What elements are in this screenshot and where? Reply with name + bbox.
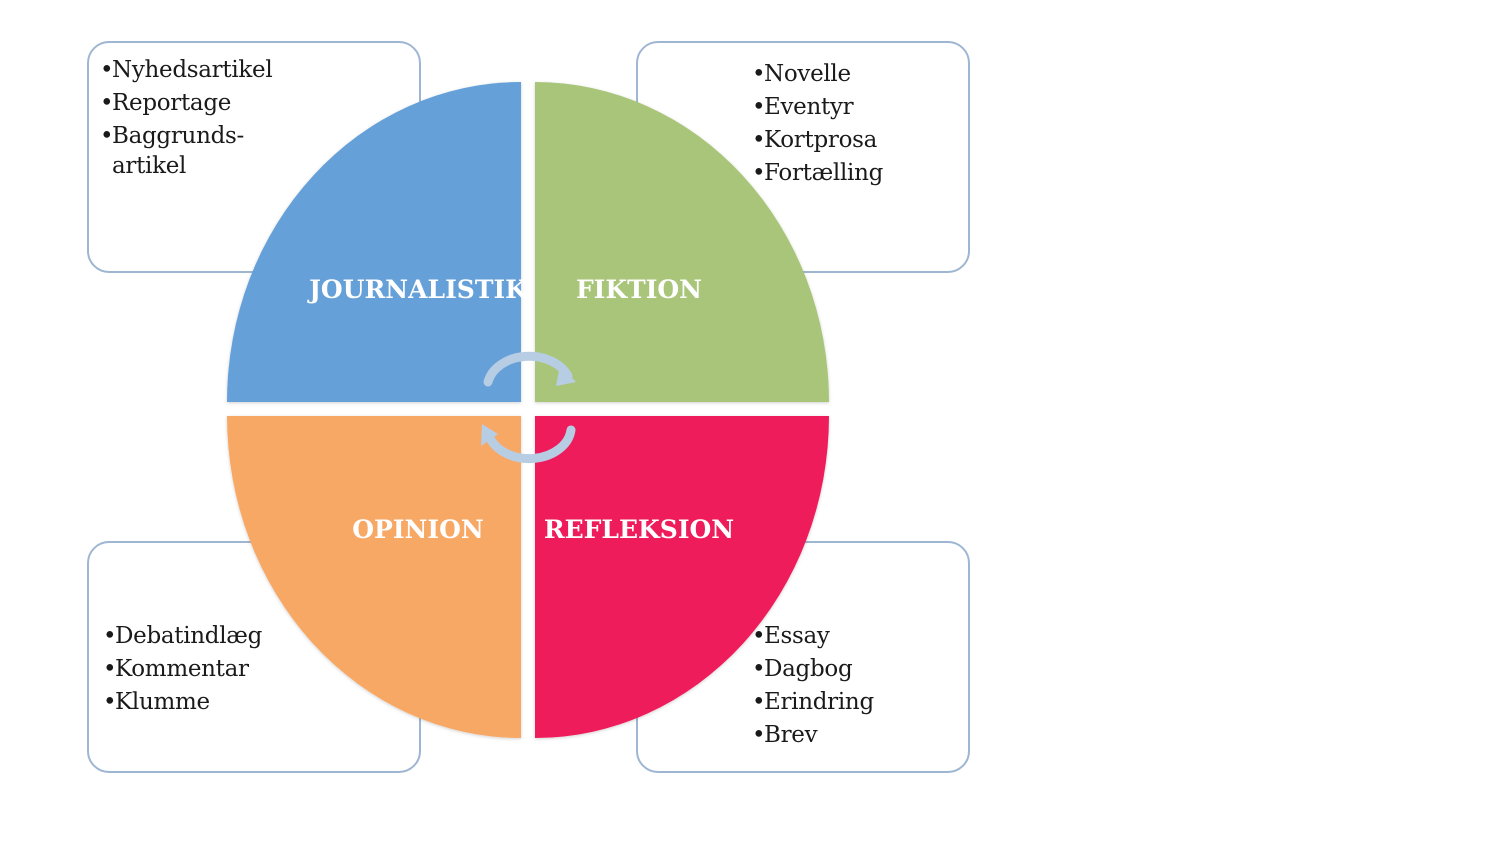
list-item: Nyhedsartikel	[100, 52, 273, 88]
list-item: Erindring	[752, 684, 874, 720]
opinion-label: OPINION	[352, 515, 483, 544]
list-item: Novelle	[752, 56, 883, 92]
journalistik-quadrant	[227, 82, 521, 402]
opinion-list: Debatindlæg Kommentar Klumme	[103, 618, 262, 720]
refleksion-list: Essay Dagbog Erindring Brev	[752, 618, 874, 753]
list-item: Klumme	[103, 684, 262, 720]
refleksion-label: REFLEKSION	[544, 515, 734, 544]
list-item: Reportage	[100, 85, 262, 121]
opinion-quadrant	[227, 416, 521, 738]
list-item: Essay	[752, 618, 874, 654]
cycle-arrows-icon	[481, 351, 576, 464]
arrow-bottom-icon	[485, 425, 576, 464]
arrow-bottom-head-icon	[481, 424, 498, 446]
fiktion-quadrant	[535, 82, 829, 402]
list-item: Baggrunds- artikel	[100, 118, 262, 181]
list-item: Debatindlæg	[103, 618, 262, 654]
refleksion-quadrant	[535, 416, 829, 738]
list-item: Kortprosa	[752, 122, 883, 158]
arrow-top-head-icon	[556, 366, 576, 386]
list-item: Brev	[752, 717, 874, 753]
list-item: Kommentar	[103, 651, 262, 687]
fiktion-list: Novelle Eventyr Kortprosa Fortælling	[752, 56, 883, 191]
list-item: Eventyr	[752, 89, 883, 125]
list-item: Fortælling	[752, 155, 883, 191]
list-item: Dagbog	[752, 651, 874, 687]
journalistik-list: Nyhedsartikel Reportage Baggrunds- artik…	[100, 52, 273, 181]
journalistik-label: JOURNALISTIK	[307, 275, 528, 304]
fiktion-label: FIKTION	[576, 275, 702, 304]
